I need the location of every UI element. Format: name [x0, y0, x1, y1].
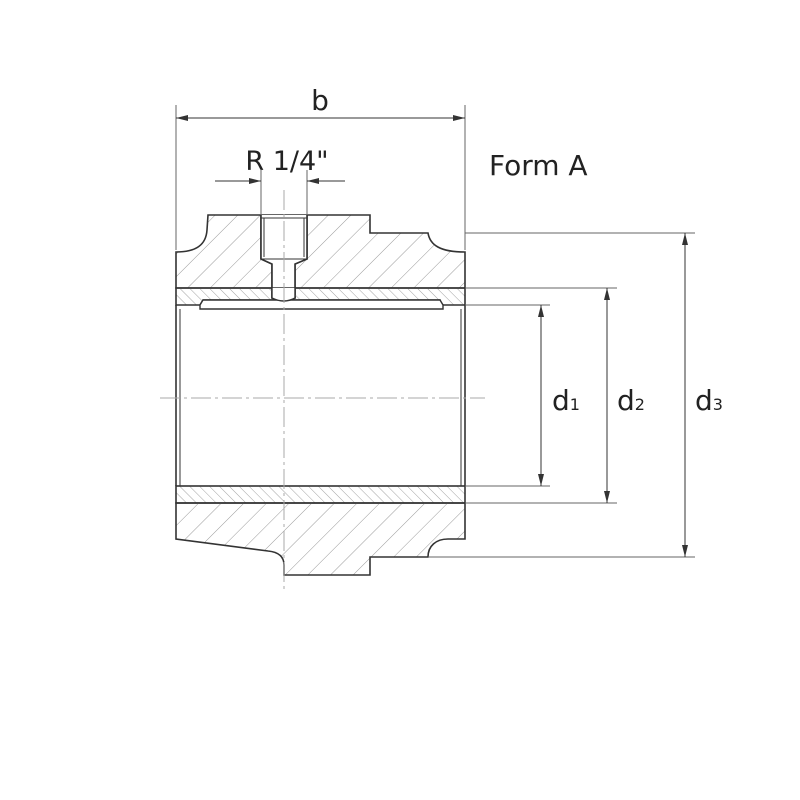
d3-label: d3	[695, 384, 723, 417]
dimension-b-label: b	[311, 84, 329, 117]
d2-label: d2	[617, 384, 645, 417]
oil-groove	[199, 299, 444, 310]
d1-label: d1	[552, 384, 580, 417]
lower-body-section	[175, 502, 466, 576]
form-title: Form A	[489, 149, 588, 182]
lower-bush-section	[175, 485, 466, 504]
thread-label: R 1/4"	[245, 146, 328, 177]
